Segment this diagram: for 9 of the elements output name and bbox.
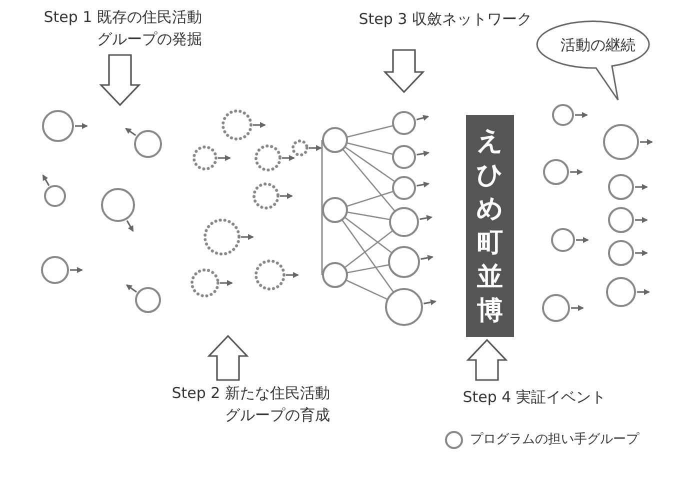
step-label: Step 2 新たな住民活動グループの育成 xyxy=(170,383,330,426)
speech-bubble xyxy=(536,20,650,101)
step-label: Step 3 収斂ネットワーク xyxy=(358,9,532,30)
event-band xyxy=(466,115,514,337)
legend-text: プログラムの担い手グループ xyxy=(470,431,639,449)
event-name: えひめ町並博 xyxy=(476,125,504,328)
step-label: Step 1 既存の住民活動グループの発掘 xyxy=(42,7,202,50)
bubble-text: 活動の継続 xyxy=(560,35,636,56)
step-label: Step 4 実証イベント xyxy=(462,387,606,408)
